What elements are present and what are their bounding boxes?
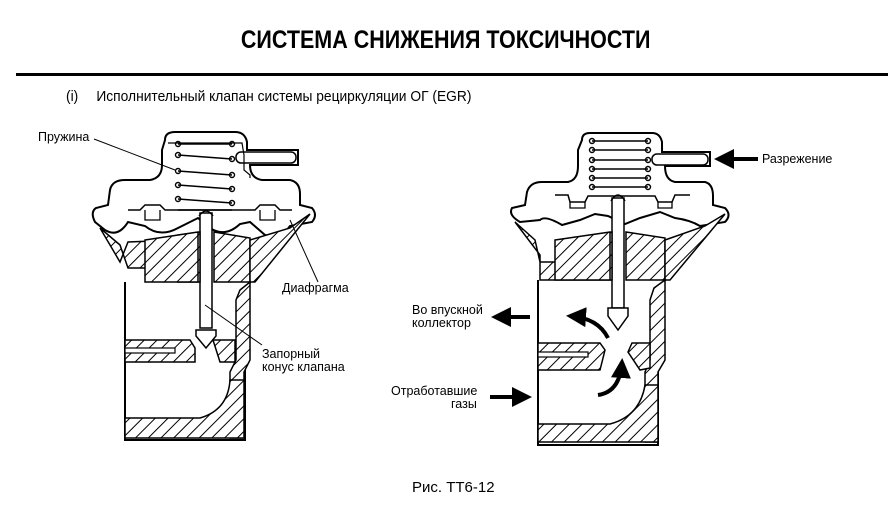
spring-leader-line bbox=[93, 138, 176, 171]
flow-arrow-lower bbox=[597, 358, 631, 397]
label-exhaust-line2: газы bbox=[451, 397, 477, 411]
compressed-spring-icon bbox=[588, 137, 652, 191]
page-title: СИСТЕМА СНИЖЕНИЯ ТОКСИЧНОСТИ bbox=[240, 26, 651, 54]
label-valve-cone-line2: конус клапана bbox=[262, 360, 345, 374]
figure-caption: Рис. ТТ6-12 bbox=[412, 479, 495, 496]
left-valve-diagram bbox=[91, 131, 319, 441]
label-vacuum: Разрежение bbox=[762, 152, 833, 166]
section-title: Исполнительный клапан системы рециркуляц… bbox=[96, 88, 472, 105]
left-diaphragm bbox=[128, 204, 292, 211]
left-valve-cap bbox=[91, 131, 316, 238]
section-number: (i) bbox=[66, 88, 79, 105]
left-valve-cone bbox=[195, 329, 217, 350]
section-heading: (i) Исполнительный клапан системы рецирку… bbox=[66, 88, 471, 105]
spring-icon bbox=[174, 140, 236, 211]
label-intake-line2: коллектор bbox=[412, 316, 471, 330]
right-valve-cap bbox=[510, 132, 730, 228]
label-diaphragm: Диафрагма bbox=[282, 281, 349, 295]
label-exhaust-line1: Отработавшие bbox=[391, 384, 478, 398]
diaphragm-leader-line bbox=[289, 219, 319, 283]
valve-cone-leader-line bbox=[204, 304, 263, 346]
flow-arrow-upper bbox=[566, 307, 610, 339]
right-valve-cone bbox=[607, 307, 629, 332]
label-intake-line1: Во впускной bbox=[412, 303, 483, 317]
right-valve-diagram bbox=[490, 132, 758, 446]
label-spring: Пружина bbox=[38, 130, 90, 144]
title-divider bbox=[16, 73, 888, 76]
label-valve-cone-line1: Запорный bbox=[262, 347, 321, 361]
